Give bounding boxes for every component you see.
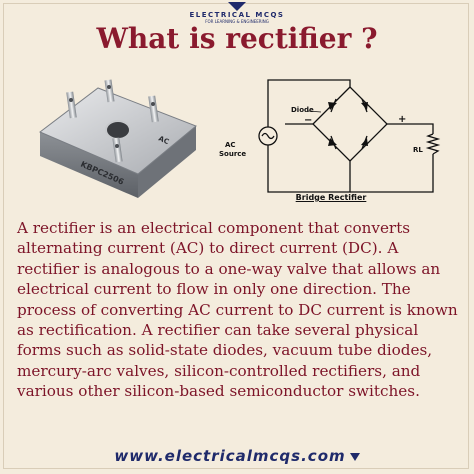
cursor-arrow-icon xyxy=(349,452,360,461)
logo-text: ELECTRICAL MCQS xyxy=(189,11,285,19)
brand-logo: ELECTRICAL MCQS FOR LEARNING & ENGINEERI… xyxy=(183,2,291,28)
diode-symbols xyxy=(328,102,368,146)
website-text: www.electricalmcqs.com xyxy=(114,447,346,465)
ac-source-label-line1: AC xyxy=(225,141,236,149)
plus-sign: + xyxy=(398,114,406,125)
diode-label: Diode xyxy=(291,106,314,114)
mounting-hole xyxy=(105,120,131,140)
terminal-pins xyxy=(66,79,159,163)
circuit-caption: Bridge Rectifier xyxy=(295,193,367,202)
minus-sign: − xyxy=(304,115,312,126)
footer: www.electricalmcqs.com xyxy=(0,446,474,470)
terminal-mark-label: AC xyxy=(157,135,170,147)
resistor-symbol xyxy=(425,133,441,155)
bridge-rectifier-component-image: KBPC2506 AC xyxy=(39,79,197,198)
logo-arrow-icon xyxy=(228,2,246,11)
website-link[interactable]: www.electricalmcqs.com xyxy=(102,446,371,466)
page-title: What is rectifier ? xyxy=(96,22,378,55)
bridge-rectifier-circuit: Diode AC Source RL + − xyxy=(219,79,441,193)
ac-source-label-line2: Source xyxy=(219,150,246,158)
load-label: RL xyxy=(413,146,423,154)
logo-tagline: FOR LEARNING & ENGINEERING xyxy=(205,19,269,24)
definition-paragraph: A rectifier is an electrical component t… xyxy=(17,219,458,401)
